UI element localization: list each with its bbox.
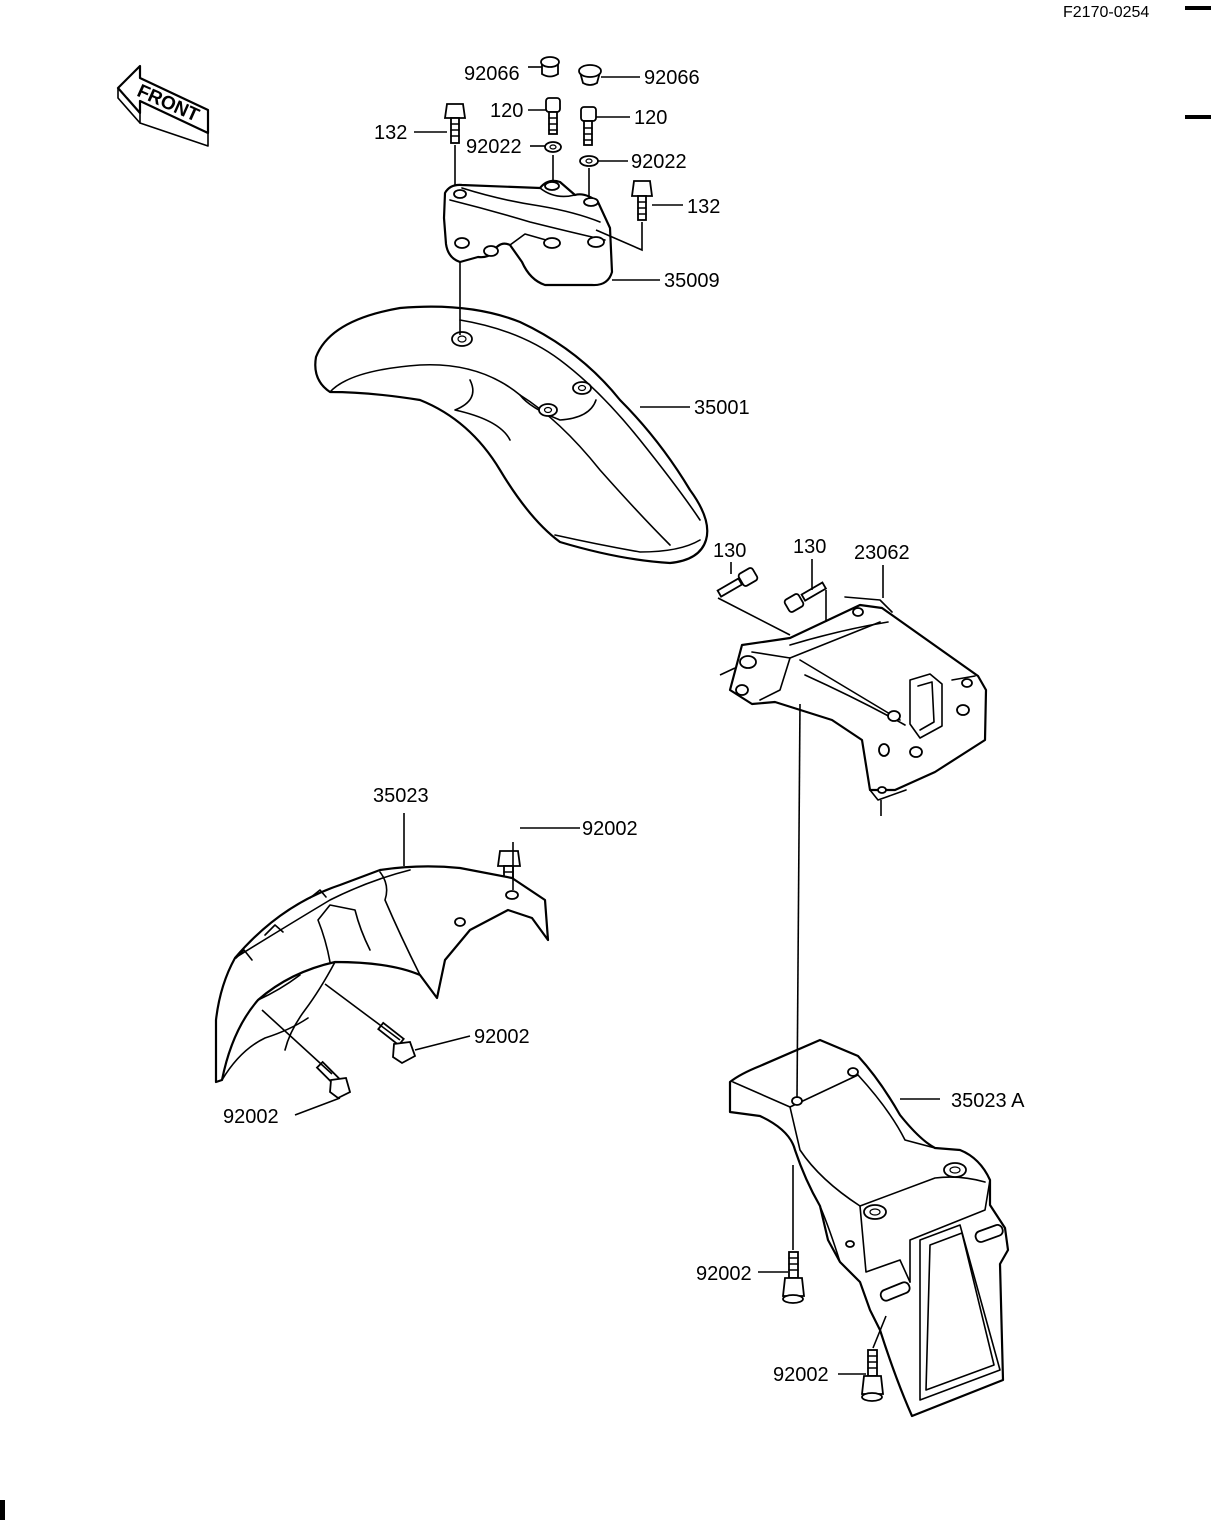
callout-bolt-120-left: 120 [490,100,523,122]
front-direction-arrow-icon: FRONT [116,64,210,147]
callout-labels: 92066 92066 120 120 132 92022 92022 132 … [223,63,1025,1386]
callout-washer-left: 92022 [466,136,522,158]
callout-bolt-92002-flap-upper: 92002 [696,1263,752,1285]
bolt-120-left [545,97,561,135]
callout-bracket: 35009 [664,270,720,292]
callout-bolt-92002-top: 92002 [582,818,638,840]
bolt-130-right [783,581,828,613]
bolt-130-left [716,567,759,598]
callout-bolt-92002-mid: 92002 [474,1026,530,1048]
callout-bolt-132-right: 132 [687,196,720,218]
front-label: FRONT [134,81,203,127]
margin-mark-top [1185,6,1211,10]
callout-bolt-130-left: 130 [713,540,746,562]
margin-mark-bottom [0,1500,5,1520]
cap-92066-left [540,56,560,78]
callout-cap-right: 92066 [644,67,700,89]
bolt-92002-flap-upper [781,1251,806,1304]
rear-inner-fender-35023 [214,865,550,1084]
bolt-120-right [580,106,597,146]
callout-bolt-130-right: 130 [793,536,826,558]
callout-cap-left: 92066 [464,63,520,85]
rear-stay-23062 [728,596,988,801]
callout-bolt-92002-low: 92002 [223,1106,279,1128]
bolt-92002-low [315,1060,352,1100]
bolt-132-right [630,180,654,221]
callout-bolt-92002-flap-lower: 92002 [773,1364,829,1386]
margin-mark-upper [1185,115,1211,119]
rear-fender-flap-35023A [728,1038,1010,1418]
bolt-132-left [443,103,467,144]
fender-bracket-35009 [442,179,614,287]
callout-washer-right: 92022 [631,151,687,173]
washer-92022-right [579,155,599,167]
callout-rear-fender-flap: 35023 A [951,1090,1025,1112]
cap-92066-right [578,64,602,86]
callout-bolt-132-left: 132 [374,122,407,144]
bolt-92002-flap-lower [860,1349,885,1402]
callout-bolt-120-right: 120 [634,107,667,129]
drawing-code: F2170-0254 [1063,4,1149,21]
callout-rear-inner-fender: 35023 [373,785,429,807]
front-fender-35001 [314,305,709,565]
leader-lines [261,66,940,1375]
callout-rear-stay: 23062 [854,542,910,564]
washer-92022-left [544,141,562,153]
callout-front-fender: 35001 [694,397,750,419]
